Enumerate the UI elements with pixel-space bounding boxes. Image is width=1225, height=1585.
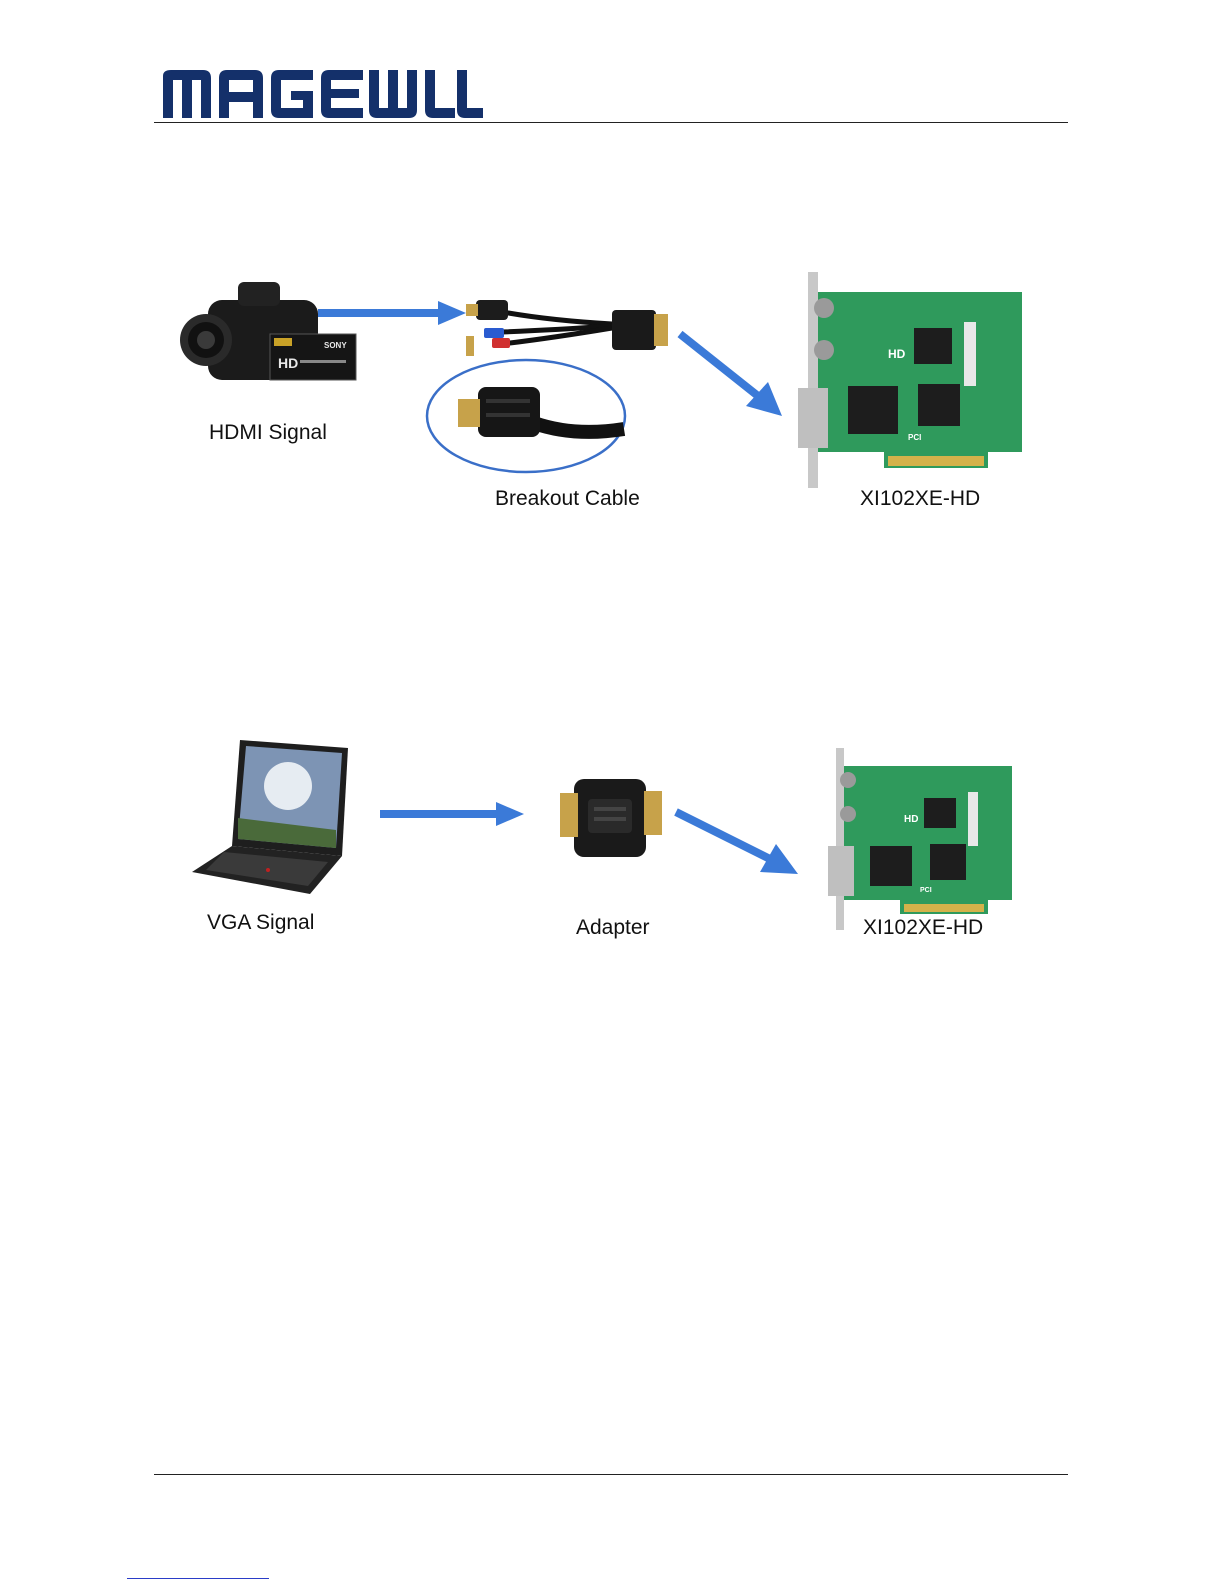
- hdmi-signal-label: HDMI Signal: [209, 421, 327, 445]
- footer-link-underline[interactable]: [127, 1578, 269, 1579]
- magewell-logo-mark: [163, 70, 483, 118]
- laptop-image: [192, 738, 352, 894]
- capture-card-label-2: XI102XE-HD: [863, 916, 983, 940]
- capture-card-image: HD PCI: [784, 268, 1024, 492]
- vga-adapter-image: [558, 773, 666, 859]
- camcorder-brand-text: SONY: [324, 341, 347, 350]
- footer-rule: [154, 1474, 1068, 1475]
- arrow-right-icon: [318, 300, 468, 326]
- arrow-diagonal-icon-2: [672, 804, 802, 878]
- adapter-label: Adapter: [576, 916, 650, 940]
- card-hd-text-2: HD: [904, 814, 918, 825]
- header-rule: [154, 122, 1068, 123]
- breakout-cable-label: Breakout Cable: [495, 487, 640, 511]
- card-pci-text-2: PCI: [920, 887, 932, 894]
- card-pci-text: PCI: [908, 433, 921, 442]
- breakout-cable-image: [462, 290, 672, 364]
- card-hd-text: HD: [888, 347, 906, 361]
- arrow-diagonal-icon: [676, 326, 786, 418]
- hdmi-connector-zoom: [424, 357, 628, 475]
- capture-card-image-2: HD PCI: [812, 746, 1014, 932]
- vga-signal-label: VGA Signal: [207, 911, 314, 935]
- camcorder-hd-text: HD: [278, 355, 298, 371]
- arrow-right-icon-2: [380, 801, 526, 827]
- magewell-logo: [163, 68, 483, 120]
- capture-card-label: XI102XE-HD: [860, 487, 980, 511]
- camcorder-image: HD SONY: [178, 278, 360, 390]
